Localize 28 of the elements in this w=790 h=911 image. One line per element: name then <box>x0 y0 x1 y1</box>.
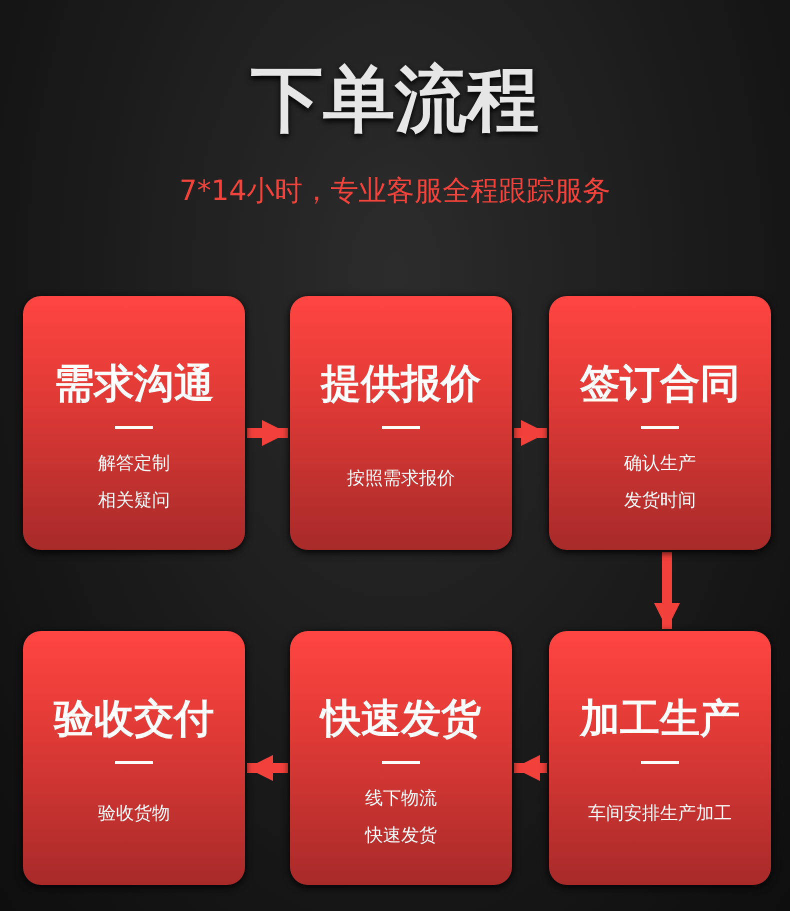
step-heading: 需求沟通 <box>53 360 215 409</box>
step-card <box>290 631 512 885</box>
step-card <box>290 296 512 550</box>
step-heading: 加工生产 <box>578 695 741 744</box>
step-description: 车间安排生产加工 <box>587 802 733 825</box>
subtitle: 7*14小时，专业客服全程跟踪服务 <box>178 173 612 209</box>
step-description: 验收货物 <box>97 802 171 825</box>
step-description: 发货时间 <box>623 489 697 512</box>
step-heading: 提供报价 <box>319 360 482 409</box>
arrow <box>514 755 547 781</box>
title: 下单流程 <box>250 56 540 143</box>
step-description: 解答定制 <box>97 452 171 475</box>
arrow <box>247 420 288 446</box>
arrow <box>654 552 680 629</box>
step-description: 按照需求报价 <box>346 467 456 490</box>
step-card <box>549 296 771 550</box>
step-description: 快速发货 <box>364 824 438 847</box>
step-card <box>23 631 245 885</box>
step-description: 线下物流 <box>364 787 438 810</box>
step-heading: 快速发货 <box>318 695 482 744</box>
step-description: 确认生产 <box>623 452 697 475</box>
step-heading: 签订合同 <box>579 360 741 409</box>
step-card <box>23 296 245 550</box>
step-card <box>549 631 771 885</box>
arrow <box>247 755 288 781</box>
step-heading: 验收交付 <box>52 695 215 744</box>
step-description: 相关疑问 <box>97 489 171 512</box>
arrow <box>514 420 547 446</box>
